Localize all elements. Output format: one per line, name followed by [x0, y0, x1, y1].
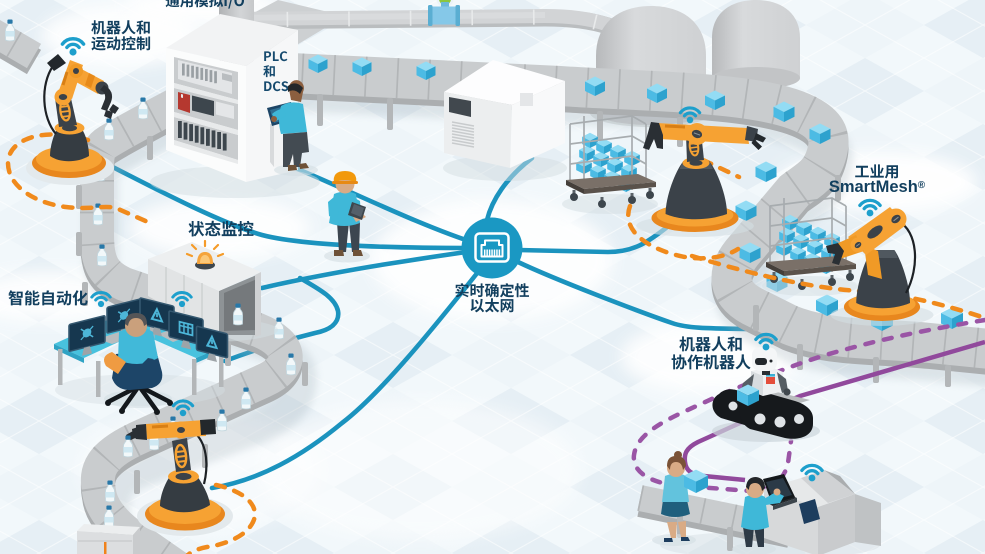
svg-text:SmartMesh®: SmartMesh®	[829, 178, 926, 196]
